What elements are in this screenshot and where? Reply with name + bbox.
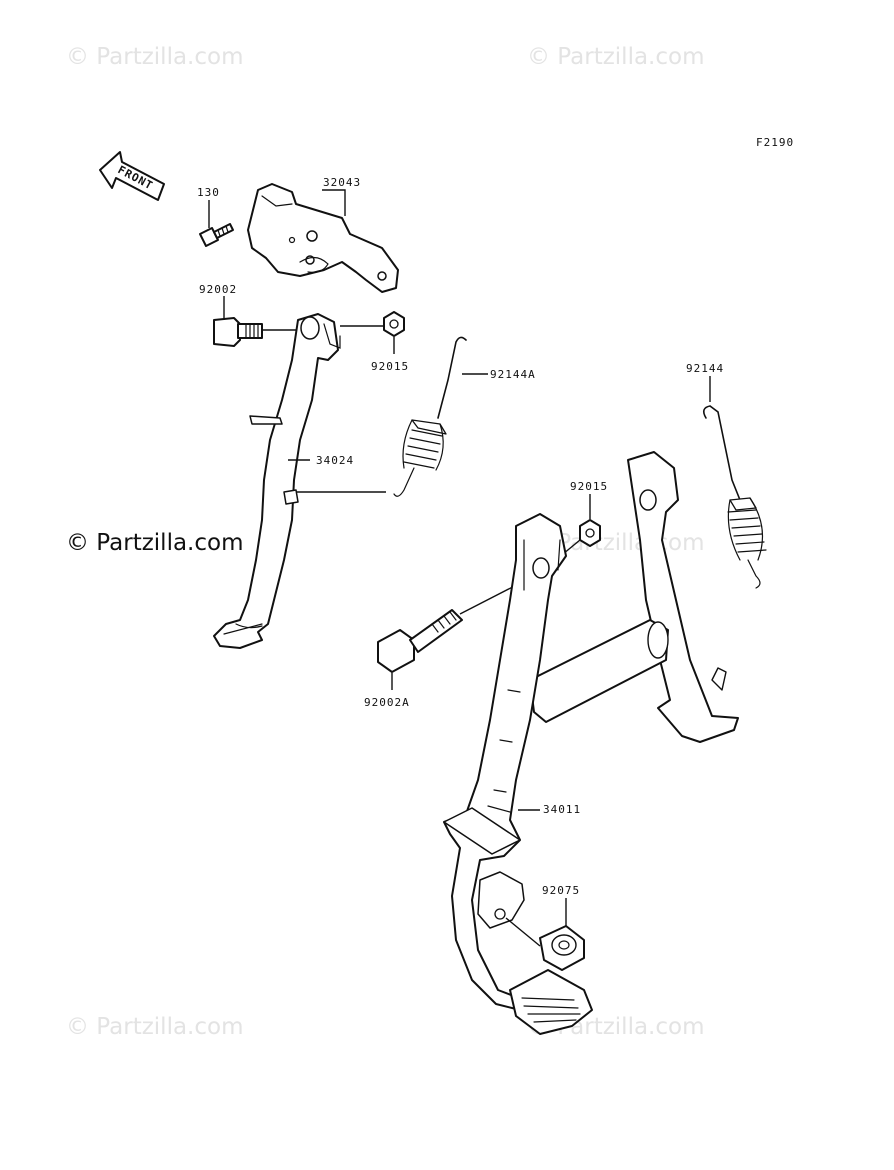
rubber-92075-part (539, 925, 585, 971)
callout-32043: 32043 (323, 176, 361, 189)
front-arrow-icon: FRONT (99, 151, 165, 201)
callout-34011: 34011 (543, 803, 581, 816)
bolt-130-part (199, 223, 234, 247)
callout-92002A: 92002A (364, 696, 410, 709)
side-stand-34024-part (213, 313, 341, 649)
callout-92144: 92144 (686, 362, 724, 375)
callout-92015: 92015 (570, 480, 608, 493)
bracket-32043-part (247, 183, 399, 293)
spring-92144A-part (393, 336, 467, 497)
callout-92075: 92075 (542, 884, 580, 897)
main-stand-34011-part (443, 451, 739, 1035)
nut-92015-part (579, 519, 601, 547)
nut-92015-top-part (383, 311, 405, 337)
callout-92002: 92002 (199, 283, 237, 296)
callout-92144A: 92144A (490, 368, 536, 381)
watermark-bottom-left: © Partzilla.com (66, 1014, 244, 1040)
callout-92015-top: 92015 (371, 360, 409, 373)
spring-92144-part (702, 405, 767, 589)
pivot-bolt-92002A-part (377, 609, 463, 673)
callout-34024: 34024 (316, 454, 354, 467)
pivot-bolt-92002-part (213, 317, 263, 347)
figure-code: F2190 (756, 136, 794, 149)
watermark-middle-left: © Partzilla.com (66, 530, 244, 556)
watermark-top-right: © Partzilla.com (527, 44, 705, 70)
watermark-top-left: © Partzilla.com (66, 44, 244, 70)
callout-130: 130 (197, 186, 220, 199)
